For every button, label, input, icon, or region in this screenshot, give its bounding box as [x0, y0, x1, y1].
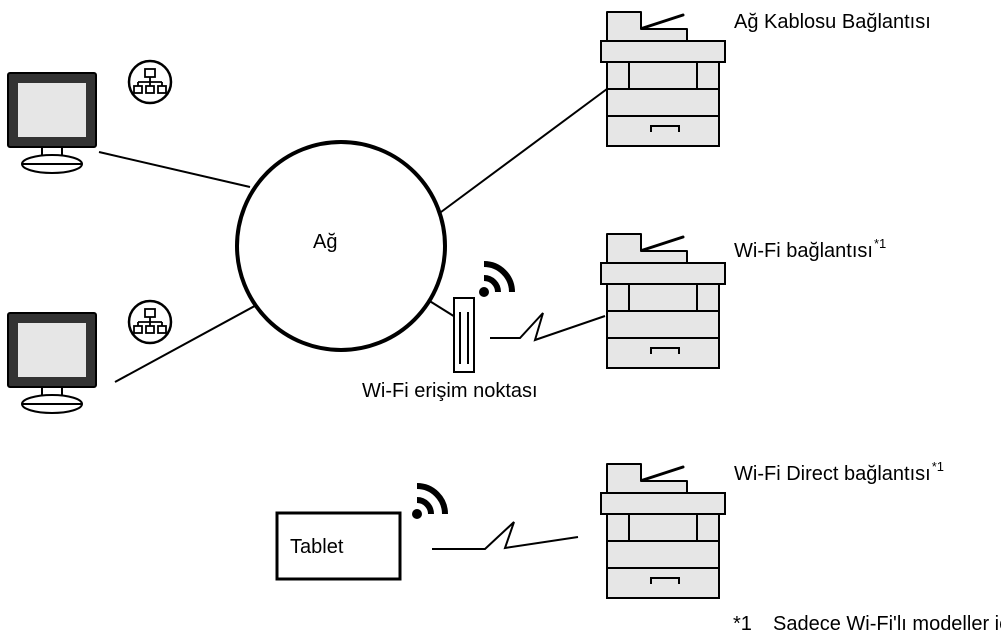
wifi-access-point-label: Wi-Fi erişim noktası	[362, 380, 538, 402]
computer-monitor-icon	[7, 72, 97, 174]
wifi-direct-connection-label: Wi-Fi Direct bağlantısı*1	[734, 455, 944, 486]
tablet-icon	[275, 511, 402, 581]
wifi-direct-link-tablet-printer	[432, 521, 579, 550]
wifi-connection-label: Wi-Fi bağlantısı*1	[734, 232, 886, 263]
wifi-connection-text: Wi-Fi bağlantısı	[734, 240, 873, 262]
footnote: *1 Sadece Wi-Fi'lı modeller için.	[733, 612, 1001, 636]
line-computer1-network	[98, 151, 251, 188]
wifi-access-point-icon	[453, 297, 475, 373]
wired-connection-label: Ağ Kablosu Bağlantısı	[734, 11, 931, 33]
lan-network-icon	[127, 59, 173, 105]
wifi-signal-icon	[479, 264, 512, 297]
wifi-direct-connection-text: Wi-Fi Direct bağlantısı	[734, 463, 931, 485]
wifi-signal-icon	[412, 486, 445, 519]
tablet-label: Tablet	[290, 536, 344, 558]
footnote-ref: *1	[931, 459, 945, 474]
footnote-mark: *1	[733, 613, 752, 635]
printer-icon	[599, 462, 727, 600]
lan-network-icon	[127, 299, 173, 345]
line-computer2-network	[114, 301, 263, 383]
line-network-printer1	[436, 85, 612, 216]
network-circle	[235, 140, 447, 352]
printer-icon	[599, 10, 727, 148]
footnote-text: Sadece Wi-Fi'lı modeller için.	[773, 613, 1001, 635]
computer-monitor-icon	[7, 312, 97, 414]
connection-lines	[98, 85, 612, 550]
wifi-link-access-point-printer	[490, 312, 606, 342]
printer-icon	[599, 232, 727, 370]
network-label: Ağ	[313, 231, 338, 253]
footnote-ref: *1	[873, 236, 887, 251]
